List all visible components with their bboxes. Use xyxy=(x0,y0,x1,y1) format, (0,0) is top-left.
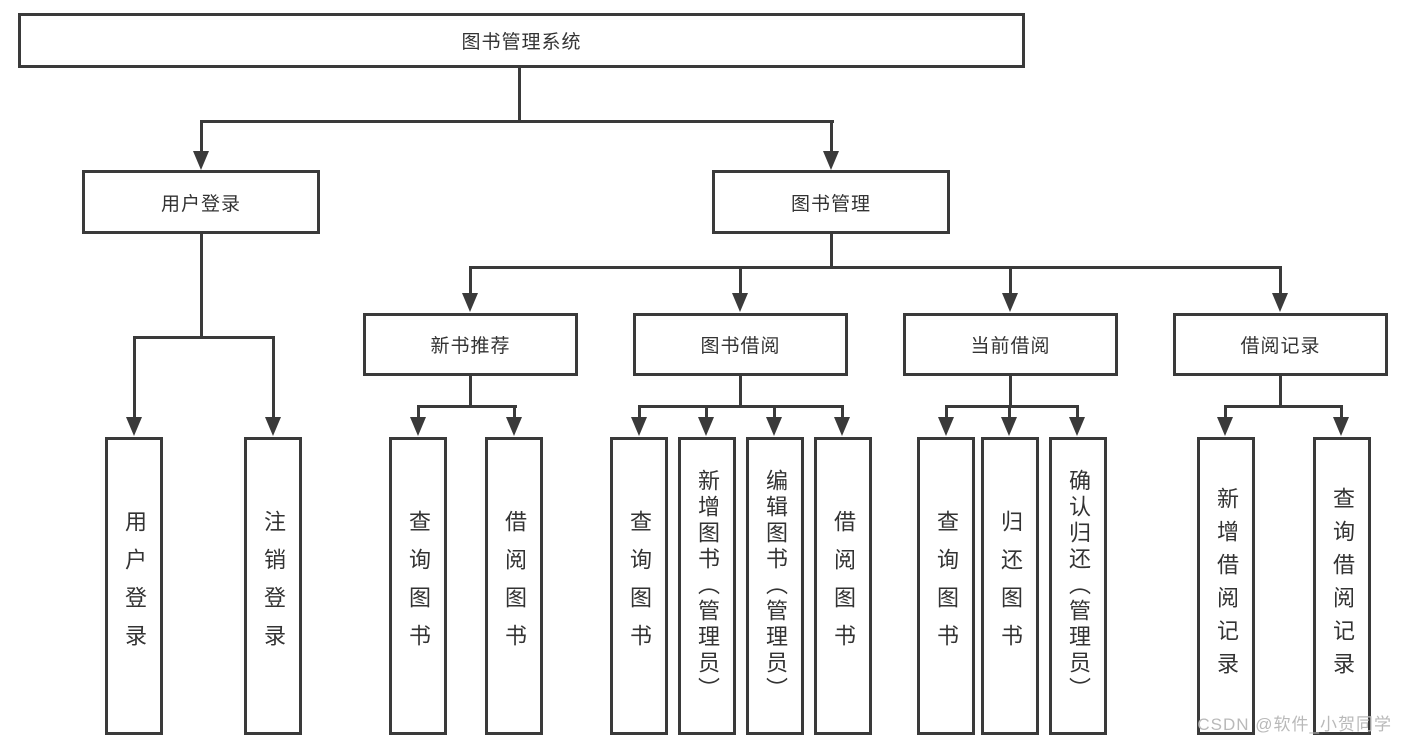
connector-line xyxy=(638,405,844,408)
node-add-book-admin: 新增图书（管理员） xyxy=(678,437,736,735)
connector-line xyxy=(469,376,472,408)
connector-line xyxy=(1279,266,1282,295)
connector-line xyxy=(1009,266,1012,295)
connector-line xyxy=(200,120,203,153)
connector-line xyxy=(773,405,776,419)
connector-line xyxy=(469,266,1282,269)
node-book-borrowing: 图书借阅 xyxy=(633,313,848,376)
connector-line xyxy=(1008,405,1011,419)
node-label: 查询借阅记录 xyxy=(1330,487,1355,685)
arrowhead-icon xyxy=(410,417,426,436)
connector-line xyxy=(518,68,521,122)
node-add-borrow-record: 新增借阅记录 xyxy=(1197,437,1255,735)
connector-line xyxy=(200,234,203,339)
node-query-books-current: 查询图书 xyxy=(917,437,975,735)
connector-line xyxy=(739,376,742,408)
node-user-login-branch: 用户登录 xyxy=(82,170,320,234)
connector-line xyxy=(133,336,275,339)
arrowhead-icon xyxy=(193,151,209,170)
node-query-books-borrowing: 查询图书 xyxy=(610,437,668,735)
node-label: 注销登录 xyxy=(261,510,286,662)
node-query-borrow-record: 查询借阅记录 xyxy=(1313,437,1371,735)
node-library-management-system: 图书管理系统 xyxy=(18,13,1025,68)
csdn-watermark: CSDN @软件_小贺同学 xyxy=(1197,715,1392,734)
connector-line xyxy=(469,266,472,295)
arrowhead-icon xyxy=(823,151,839,170)
node-user-login: 用户登录 xyxy=(105,437,163,735)
arrowhead-icon xyxy=(938,417,954,436)
node-borrowing-records: 借阅记录 xyxy=(1173,313,1388,376)
node-borrow-books-recommend: 借阅图书 xyxy=(485,437,543,735)
connector-line xyxy=(133,336,136,418)
node-book-management-branch: 图书管理 xyxy=(712,170,950,234)
node-label: 新增借阅记录 xyxy=(1214,487,1239,685)
node-label: 借阅图书 xyxy=(502,510,527,662)
arrowhead-icon xyxy=(766,417,782,436)
arrowhead-icon xyxy=(1002,293,1018,312)
arrowhead-icon xyxy=(1217,417,1233,436)
arrowhead-icon xyxy=(126,417,142,436)
arrowhead-icon xyxy=(506,417,522,436)
node-label: 查询图书 xyxy=(934,510,959,662)
connector-line xyxy=(417,405,517,408)
connector-line xyxy=(200,120,834,123)
connector-line xyxy=(830,234,833,269)
connector-line xyxy=(1224,405,1342,408)
arrowhead-icon xyxy=(1272,293,1288,312)
connector-line xyxy=(1009,376,1012,408)
node-edit-book-admin: 编辑图书（管理员） xyxy=(746,437,804,735)
node-confirm-return-admin: 确认归还（管理员） xyxy=(1049,437,1107,735)
arrowhead-icon xyxy=(1001,417,1017,436)
connector-line xyxy=(638,405,641,419)
connector-line xyxy=(513,405,516,419)
connector-line xyxy=(739,266,742,295)
node-label: 归还图书 xyxy=(998,510,1023,662)
arrowhead-icon xyxy=(265,417,281,436)
connector-line xyxy=(830,120,833,153)
arrowhead-icon xyxy=(834,417,850,436)
node-return-book: 归还图书 xyxy=(981,437,1039,735)
connector-line xyxy=(417,405,420,419)
node-logout: 注销登录 xyxy=(244,437,302,735)
arrowhead-icon xyxy=(1333,417,1349,436)
arrowhead-icon xyxy=(631,417,647,436)
node-query-books-recommend: 查询图书 xyxy=(389,437,447,735)
connector-line xyxy=(945,405,948,419)
node-current-borrowing: 当前借阅 xyxy=(903,313,1118,376)
node-label: 新增图书（管理员） xyxy=(695,469,720,703)
arrowhead-icon xyxy=(462,293,478,312)
node-label: 查询图书 xyxy=(406,510,431,662)
node-label: 查询图书 xyxy=(627,510,652,662)
node-label: 确认归还（管理员） xyxy=(1066,469,1091,703)
node-label: 编辑图书（管理员） xyxy=(763,469,788,703)
node-borrow-books: 借阅图书 xyxy=(814,437,872,735)
arrowhead-icon xyxy=(732,293,748,312)
node-label: 借阅图书 xyxy=(831,510,856,662)
node-label: 用户登录 xyxy=(122,510,147,662)
arrowhead-icon xyxy=(698,417,714,436)
arrowhead-icon xyxy=(1069,417,1085,436)
connector-line xyxy=(841,405,844,419)
connector-line xyxy=(945,405,1079,408)
connector-line xyxy=(705,405,708,419)
connector-line xyxy=(1340,405,1343,419)
connector-line xyxy=(1279,376,1282,408)
connector-line xyxy=(272,336,275,418)
connector-line xyxy=(1224,405,1227,419)
connector-line xyxy=(1076,405,1079,419)
node-new-book-recommend: 新书推荐 xyxy=(363,313,578,376)
